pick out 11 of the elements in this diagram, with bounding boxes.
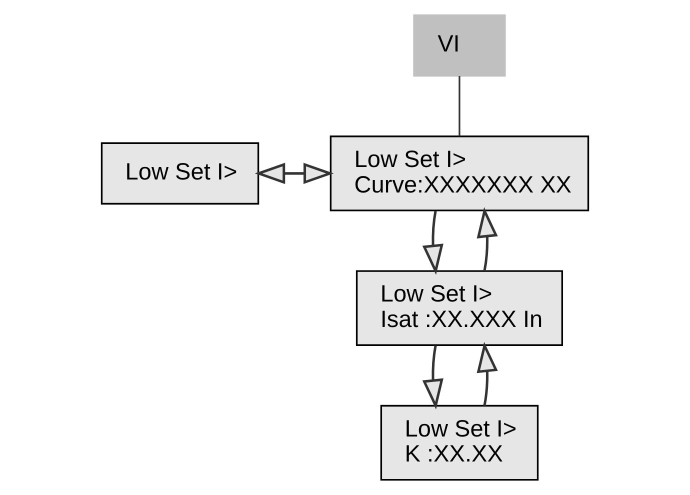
arrow [476,207,498,272]
connector [458,76,460,136]
node-box: Low Set I> K :XX.XX [380,404,539,481]
node-box: VI [413,14,506,77]
arrow [254,162,334,184]
arrow [476,342,498,406]
arrow [422,345,444,410]
node-box: Low Set I> Isat :XX.XXX In [356,270,564,346]
node-box: Low Set I> [100,142,260,205]
node-box: Low Set I> Curve:XXXXXXX XX [330,136,590,212]
arrow [422,210,444,275]
